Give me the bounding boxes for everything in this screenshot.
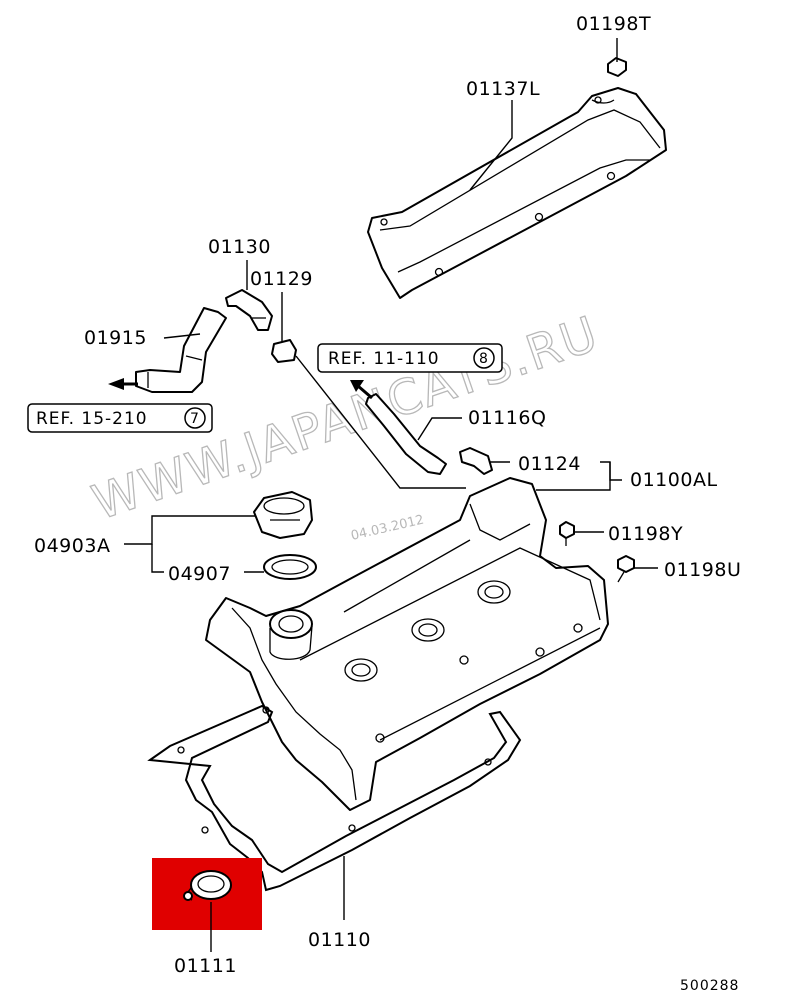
bolt-01198U (617, 555, 635, 583)
ref-circle-icon (473, 347, 495, 369)
part-label-01198U[interactable]: 01198U (664, 559, 741, 581)
stamp-date: 04.03.2012 (350, 513, 426, 544)
bolt-01198T (607, 57, 627, 77)
part-label-01129[interactable]: 01129 (250, 268, 313, 290)
grommet-01129 (271, 339, 297, 363)
part-label-01198T[interactable]: 01198T (576, 13, 651, 35)
diagram-number: 500288 (680, 978, 739, 994)
elbow-01130 (225, 289, 273, 331)
ref-box-11-110[interactable]: REF. 11-110 8 (317, 343, 503, 373)
hose-01915 (135, 307, 227, 393)
part-label-01100AL[interactable]: 01100AL (630, 469, 718, 491)
part-label-01116Q[interactable]: 01116Q (468, 407, 546, 429)
arrow-up-left-icon (350, 380, 364, 392)
engine-cover (367, 87, 667, 299)
leader-lines (124, 38, 658, 952)
part-labels: 01198T 01137L 01130 01129 01915 01116Q 0… (34, 13, 741, 994)
hose-01116Q (365, 393, 447, 475)
part-label-01124[interactable]: 01124 (518, 453, 581, 475)
part-label-01111[interactable]: 01111 (174, 955, 237, 977)
arrow-left-icon (108, 378, 124, 390)
part-label-01110[interactable]: 01110 (308, 929, 371, 951)
ref-circle-icon (184, 407, 206, 429)
part-label-01137L[interactable]: 01137L (466, 78, 540, 100)
oil-cap-04903A (253, 491, 313, 539)
gasket-01110 (147, 704, 522, 892)
part-label-04903A[interactable]: 04903A (34, 535, 110, 557)
ref-text: REF. 15-210 (36, 409, 148, 429)
ref-circle-number: 7 (190, 411, 200, 427)
valve-cover-01100AL (205, 477, 609, 811)
highlight-01111 (152, 858, 262, 930)
part-label-01198Y[interactable]: 01198Y (608, 523, 683, 545)
seal-04907 (263, 554, 317, 580)
ref-circle-number: 8 (479, 351, 489, 367)
ref-text: REF. 11-110 (328, 349, 440, 369)
part-label-04907[interactable]: 04907 (168, 563, 231, 585)
ref-box-15-210[interactable]: REF. 15-210 7 (27, 403, 213, 433)
part-label-01915[interactable]: 01915 (84, 327, 147, 349)
fitting-01124 (459, 447, 493, 475)
ref-arrows (108, 378, 373, 400)
part-label-01130[interactable]: 01130 (208, 236, 271, 258)
bolt-01198Y (559, 521, 575, 546)
